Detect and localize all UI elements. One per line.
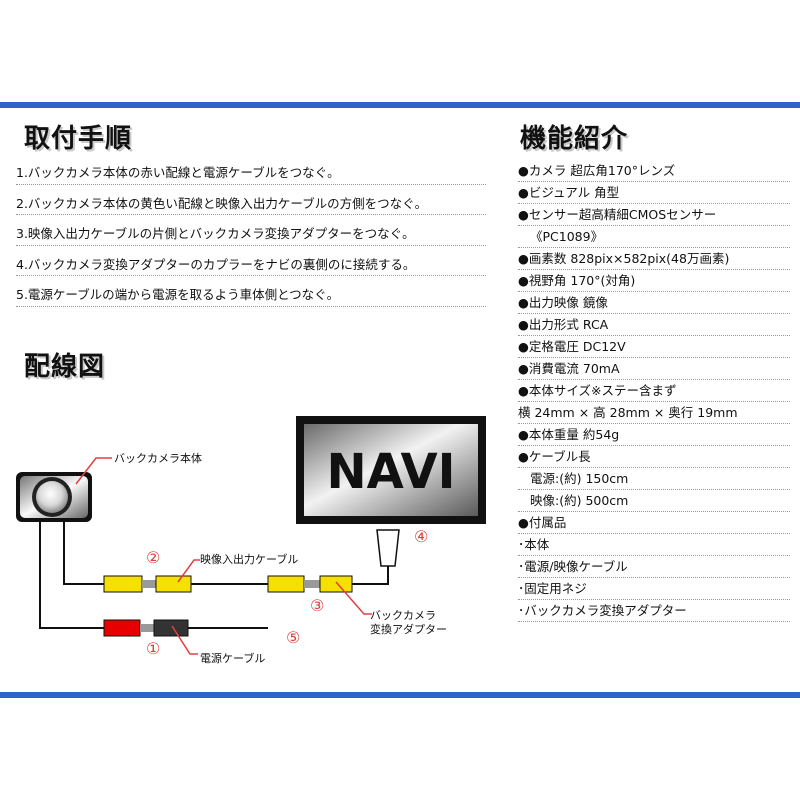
spec-item: ●センサー超高精細CMOSセンサー <box>518 204 790 226</box>
spec-item: ●定格電圧 DC12V <box>518 336 790 358</box>
wires <box>39 522 389 629</box>
spec-item: ●消費電流 70mA <box>518 358 790 380</box>
spec-item: ●付属品 <box>518 512 790 534</box>
marker-1: ① <box>146 639 160 658</box>
marker-3: ③ <box>310 596 324 615</box>
spec-item: ●視野角 170°(対角) <box>518 270 790 292</box>
video-connector-cable-right <box>267 575 320 593</box>
adapter-connector <box>319 575 353 593</box>
marker-5: ⑤ <box>286 628 300 647</box>
camera-body <box>16 472 92 522</box>
spec-item: ･固定用ネジ <box>518 578 790 600</box>
navi-unit: NAVI <box>296 416 486 524</box>
spec-item: ･本体 <box>518 534 790 556</box>
adapter-coupler <box>376 529 400 567</box>
power-connector-camera <box>103 619 154 637</box>
features-heading: 機能紹介 <box>520 124 629 154</box>
wiring-diagram-heading: 配線図 <box>24 352 106 382</box>
video-cable-label: 映像入出力ケーブル <box>200 552 298 566</box>
navi-label: NAVI <box>326 444 455 500</box>
step-item: 5.電源ケーブルの端から電源を取るよう車体側とつなぐ。 <box>16 284 486 307</box>
spec-item: ●本体重量 約54g <box>518 424 790 446</box>
marker-2: ② <box>146 548 160 567</box>
marker-4: ④ <box>414 527 428 546</box>
step-item: 1.バックカメラ本体の赤い配線と電源ケーブルをつなぐ。 <box>16 162 486 185</box>
spec-item: 電源:(約) 150cm <box>518 468 790 490</box>
spec-item: ●画素数 828pix×582pix(48万画素) <box>518 248 790 270</box>
step-item: 2.バックカメラ本体の黄色い配線と映像入出力ケーブルの方側をつなぐ。 <box>16 193 486 215</box>
adapter-label-line2: 変換アダプター <box>370 622 447 636</box>
spec-item: ･電源/映像ケーブル <box>518 556 790 578</box>
spec-item: 横 24mm × 高 28mm × 奥行 19mm <box>518 402 790 424</box>
pointer-lines <box>75 457 372 655</box>
power-cable-label: 電源ケーブル <box>200 651 265 665</box>
spec-item: ●ビジュアル 角型 <box>518 182 790 204</box>
spec-item: ●本体サイズ※ステー含まず <box>518 380 790 402</box>
spec-item: ●ケーブル長 <box>518 446 790 468</box>
power-connector-cable <box>153 619 189 637</box>
step-item: 4.バックカメラ変換アダプターのカプラーをナビの裏側のに接続する。 <box>16 254 486 276</box>
spec-item: 《PC1089》 <box>518 226 790 248</box>
video-connector-camera <box>103 575 156 593</box>
step-item: 3.映像入出力ケーブルの片側とバックカメラ変換アダプターをつなぐ。 <box>16 223 486 246</box>
spec-item: ●カメラ 超広角170°レンズ <box>518 160 790 182</box>
frame <box>0 102 800 698</box>
feature-spec-list: ●カメラ 超広角170°レンズ ●ビジュアル 角型 ●センサー超高精細CMOSセ… <box>518 160 790 622</box>
camera-label: バックカメラ本体 <box>114 451 202 465</box>
spec-item: ･バックカメラ変換アダプター <box>518 600 790 622</box>
install-steps-heading: 取付手順 <box>24 124 133 154</box>
video-connector-cable-left <box>155 575 192 593</box>
adapter-label-line1: バックカメラ <box>370 609 436 622</box>
install-steps-list: 1.バックカメラ本体の赤い配線と電源ケーブルをつなぐ。 2.バックカメラ本体の黄… <box>16 162 486 315</box>
spec-item: ●出力形式 RCA <box>518 314 790 336</box>
spec-item: ●出力映像 鏡像 <box>518 292 790 314</box>
spec-item: 映像:(約) 500cm <box>518 490 790 512</box>
